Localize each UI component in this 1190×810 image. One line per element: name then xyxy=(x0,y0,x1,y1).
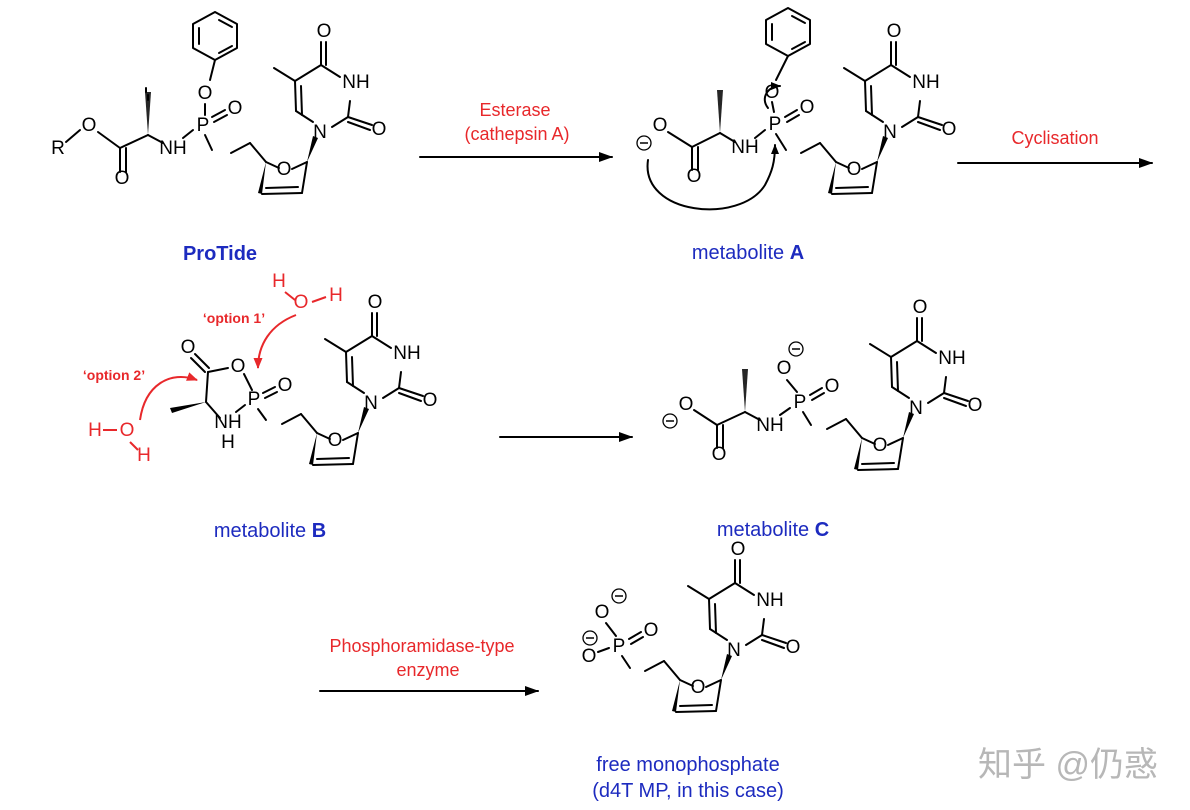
metabolite-c-caption: metabolite C xyxy=(717,519,829,541)
protide-structure: O P O NH O O R xyxy=(51,11,388,195)
svg-text:NH: NH xyxy=(731,137,758,158)
protide-caption: ProTide xyxy=(183,243,257,265)
svg-text:O: O xyxy=(294,292,309,313)
svg-text:O: O xyxy=(582,646,597,667)
svg-text:H: H xyxy=(272,271,286,292)
step4-enzyme-detail: enzyme xyxy=(396,660,459,680)
svg-text:O: O xyxy=(679,394,694,415)
svg-text:NH: NH xyxy=(214,412,241,433)
svg-text:O: O xyxy=(800,97,815,118)
svg-text:O: O xyxy=(653,115,668,136)
svg-text:O: O xyxy=(228,98,243,119)
svg-text:H: H xyxy=(221,432,235,453)
svg-text:O: O xyxy=(712,444,727,465)
step1-enzyme-detail: (cathepsin A) xyxy=(464,124,569,144)
svg-text:O: O xyxy=(198,83,213,104)
svg-text:O: O xyxy=(825,376,840,397)
step2-label: Cyclisation xyxy=(1011,128,1098,148)
svg-text:P: P xyxy=(248,389,261,410)
metabolite-a-structure: O P O NH O O xyxy=(636,7,958,211)
svg-text:O: O xyxy=(120,420,135,441)
svg-text:H: H xyxy=(329,285,343,306)
watermark: 知乎 @仍惑 xyxy=(978,746,1158,784)
svg-text:P: P xyxy=(613,636,626,657)
metabolite-b-structure: H O H ‘option 1’ ‘option 2’ O O P O NH H… xyxy=(83,271,439,466)
svg-text:O: O xyxy=(82,115,97,136)
metabolite-a-caption: metabolite A xyxy=(692,242,804,264)
free-mp-caption: free monophosphate xyxy=(596,754,779,776)
option2-label: ‘option 2’ xyxy=(83,367,145,383)
svg-text:O: O xyxy=(278,375,293,396)
svg-text:H: H xyxy=(137,445,151,466)
svg-text:O: O xyxy=(115,168,130,189)
free-monophosphate-structure: O P O O xyxy=(582,538,802,713)
svg-text:O: O xyxy=(231,356,246,377)
svg-text:NH: NH xyxy=(159,138,186,159)
svg-text:NH: NH xyxy=(756,415,783,436)
svg-text:O: O xyxy=(777,358,792,379)
svg-text:O: O xyxy=(595,602,610,623)
svg-text:O: O xyxy=(181,337,196,358)
svg-text:P: P xyxy=(769,114,782,135)
svg-text:P: P xyxy=(197,115,210,136)
step1-enzyme: Esterase xyxy=(479,100,550,120)
metabolite-c-structure: O P O NH O O xyxy=(662,296,984,471)
svg-text:R: R xyxy=(51,138,65,159)
option1-label: ‘option 1’ xyxy=(203,310,265,326)
free-mp-subcaption: (d4T MP, in this case) xyxy=(592,780,784,802)
step4-enzyme: Phosphoramidase-type xyxy=(329,636,514,656)
svg-text:P: P xyxy=(794,392,807,413)
svg-text:H: H xyxy=(88,420,102,441)
metabolite-b-caption: metabolite B xyxy=(214,520,326,542)
svg-text:O: O xyxy=(644,620,659,641)
svg-text:O: O xyxy=(687,166,702,187)
